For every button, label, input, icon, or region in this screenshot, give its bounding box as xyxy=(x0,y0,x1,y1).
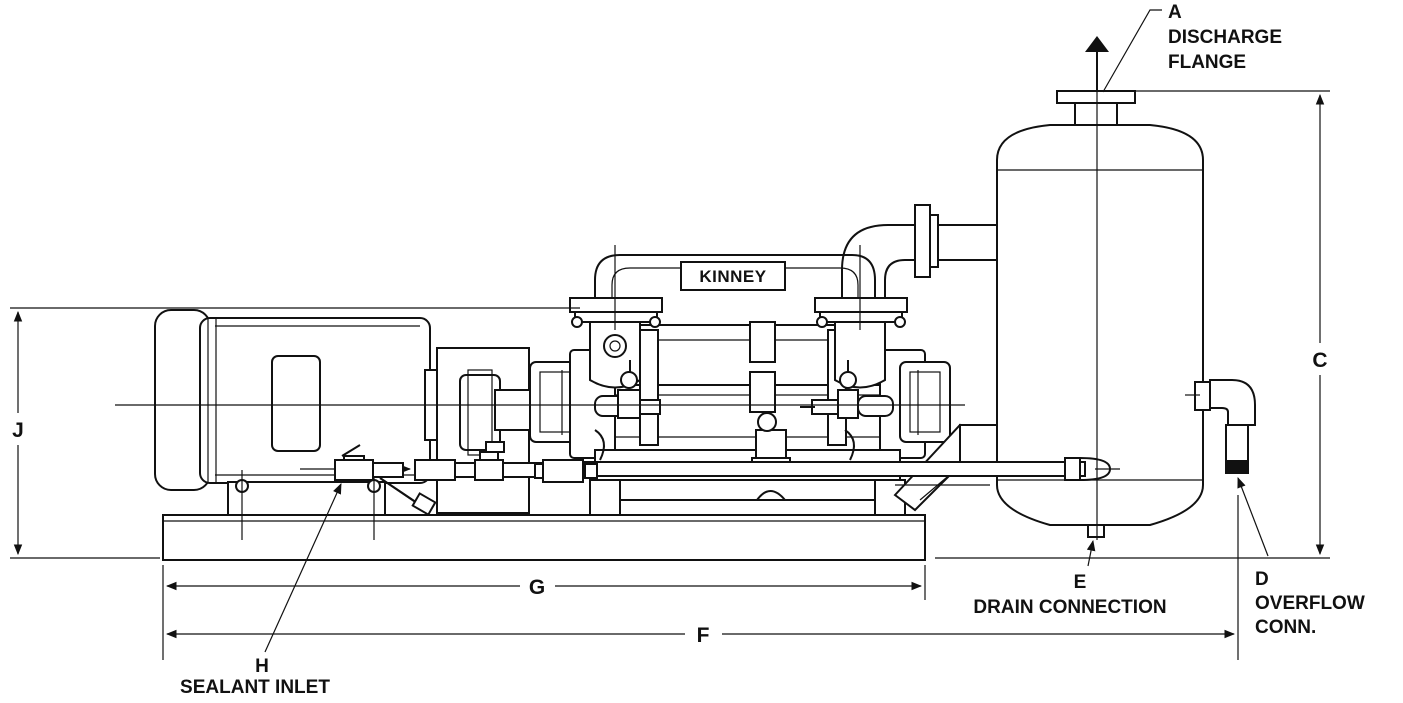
brand-label: KINNEY xyxy=(699,267,766,286)
callout-h: H SEALANT INLET xyxy=(180,483,342,698)
overflow-elbow xyxy=(1185,379,1256,474)
solenoid-valve xyxy=(542,459,584,483)
drain-nozzle xyxy=(1087,524,1105,538)
callout-a-letter: A xyxy=(1168,2,1182,23)
dimension-j-label: J xyxy=(12,419,24,442)
center-drain-valve xyxy=(755,429,787,459)
base-plate xyxy=(162,514,926,561)
callout-e-letter: E xyxy=(1074,572,1087,593)
motor-junction-box xyxy=(271,355,321,452)
pump-manifold: KINNEY xyxy=(569,245,908,389)
discharge-arrow xyxy=(1085,36,1109,90)
callout-d: D OVERFLOW CONN. xyxy=(1237,476,1365,638)
pump-seal-fittings xyxy=(594,360,894,461)
dimension-c: C xyxy=(935,90,1330,559)
sealant-piping xyxy=(300,441,1120,516)
motor-feet xyxy=(227,481,386,516)
dimension-g-label: G xyxy=(529,576,545,599)
callout-d-letter: D xyxy=(1255,569,1269,590)
discharge-flange xyxy=(1056,90,1136,104)
callout-a: A DISCHARGE FLANGE xyxy=(1102,2,1282,93)
elbow-flange xyxy=(914,204,931,278)
dimension-c-label: C xyxy=(1312,349,1327,372)
callout-a-line2: FLANGE xyxy=(1168,52,1246,73)
center-lines xyxy=(115,88,1098,540)
left-bearing-housing xyxy=(529,349,616,459)
brand-plate xyxy=(680,261,786,291)
dimension-j: J xyxy=(10,307,580,559)
callout-h-line1: SEALANT INLET xyxy=(180,677,330,698)
callout-e: E DRAIN CONNECTION xyxy=(973,539,1167,618)
callout-h-letter: H xyxy=(255,656,269,677)
callout-d-line2: CONN. xyxy=(1255,617,1316,638)
dimension-g: G xyxy=(162,565,926,660)
discharge-nozzle xyxy=(1074,102,1118,126)
callout-a-line1: DISCHARGE xyxy=(1168,27,1282,48)
callout-e-line1: DRAIN CONNECTION xyxy=(973,597,1166,618)
dimension-f: F xyxy=(165,495,1239,660)
right-bearing-housing xyxy=(879,349,951,459)
separator-tank xyxy=(996,90,1256,538)
dimension-f-label: F xyxy=(697,624,710,647)
motor xyxy=(154,309,438,540)
coupling-guard xyxy=(436,347,541,514)
callout-d-line1: OVERFLOW xyxy=(1255,593,1365,614)
discharge-elbow-pipe xyxy=(841,204,1015,298)
sealant-ball-valve xyxy=(334,459,374,481)
